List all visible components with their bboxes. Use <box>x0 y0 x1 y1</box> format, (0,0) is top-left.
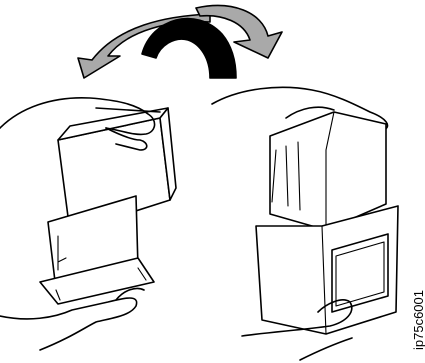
right-bottle-illustration <box>212 87 398 360</box>
toner-bottle-icon <box>270 112 386 230</box>
rotate-over-arrow-icon <box>78 6 282 78</box>
figure-id-label: ip75c6001 <box>411 290 425 350</box>
left-bottle-illustration <box>0 98 176 350</box>
hand-icon <box>0 298 137 350</box>
